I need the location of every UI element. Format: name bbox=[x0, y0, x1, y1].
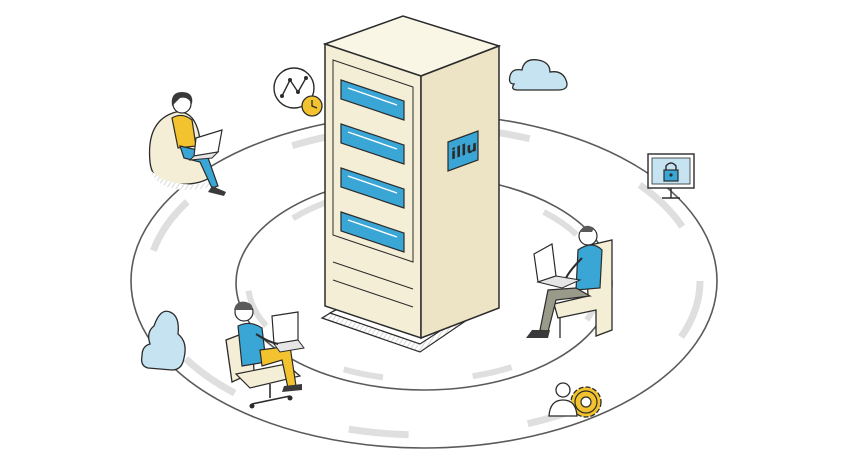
person-in-chair-right bbox=[526, 225, 613, 338]
rack-unit-3 bbox=[340, 167, 405, 209]
rack-unit-4 bbox=[340, 211, 405, 253]
user-gear-icon bbox=[548, 382, 602, 418]
server-tower: illu bbox=[322, 15, 502, 340]
user-icon bbox=[548, 382, 578, 417]
cloud-icon bbox=[508, 59, 568, 91]
workflow-clock-icon bbox=[273, 67, 323, 117]
cloud-icon bbox=[140, 310, 186, 371]
lock-monitor-icon bbox=[647, 153, 695, 199]
rack-unit-2 bbox=[340, 123, 405, 165]
person-on-beanbag bbox=[148, 92, 226, 196]
gear-icon bbox=[570, 386, 602, 418]
server-logo: illu bbox=[447, 130, 479, 172]
rack-unit-1 bbox=[340, 79, 405, 121]
person-in-chair-left bbox=[225, 301, 305, 409]
